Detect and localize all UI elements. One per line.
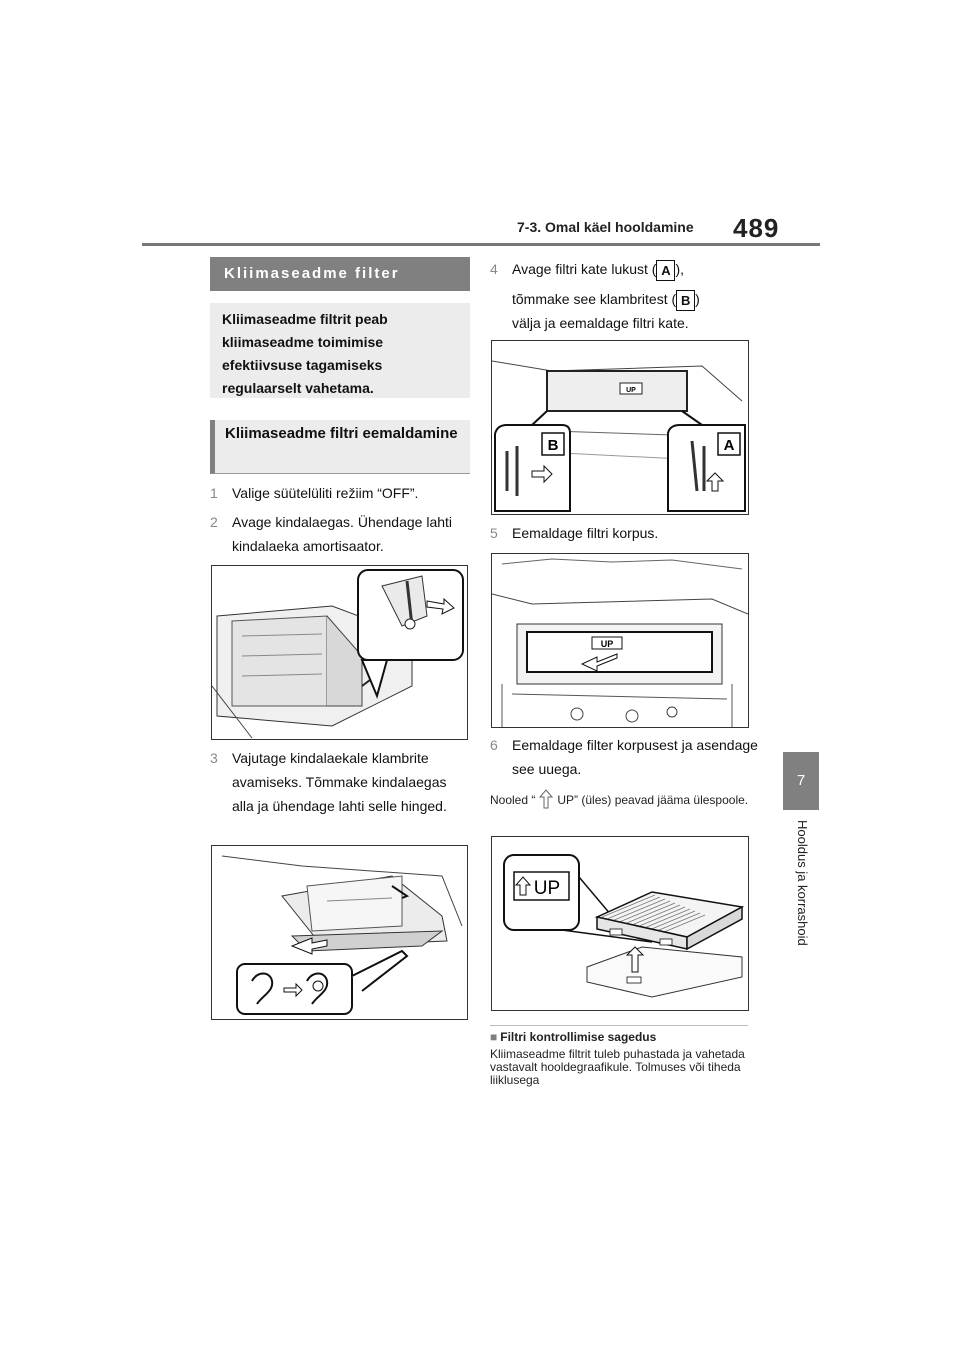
glovebox-removal-illustration [211,845,468,1020]
step-text: Valige süütelüliti režiim “OFF”. [232,485,419,501]
text-fragment: UP” (üles) peavad jääma ülespoole. [557,793,749,808]
step-text-line-2: tõmmake see klambritest (B) [512,287,760,311]
callout-b-label: B [548,437,559,454]
filter-element-illustration: UP [491,836,749,1011]
label-b-badge: B [676,289,696,311]
step-text: Eemaldage filtri korpus. [512,525,659,541]
square-bullet-icon: ■ [490,1030,498,1044]
step-text-line-1: Avage filtri kate lukust (A), [512,257,760,281]
subsection-title: Kliimaseadme filtri eemaldamine [210,420,470,474]
up-arrow-note: Nooled “ UP” (üles) peavad jääma ülespool… [490,789,752,813]
text-fragment: ), [675,261,685,277]
step-3: 3 Vajutage kindalaekale klambrite avamis… [210,746,472,818]
step-text: Avage kindalaegas. Ühendage lahti kindal… [232,514,453,554]
section-title: Kliimaseadme filter [210,257,470,291]
step-text: Vajutage kindalaekale klambrite avamisek… [232,750,447,814]
check-frequency-paragraph: Kliimaseadme filtrit tuleb puhastada ja … [490,1047,745,1087]
step-number: 3 [210,750,218,766]
step-6: 6 Eemaldage filter korpusest ja asendage… [490,733,760,781]
text-fragment: Avage filtri kate lukust ( [512,261,657,277]
callout-a-label: A [724,437,735,454]
text-fragment: ) [695,291,700,307]
text-fragment: tõmmake see klambritest ( [512,291,677,307]
check-frequency-heading: ■Filtri kontrollimise sagedus [490,1030,656,1044]
section-divider [490,1025,748,1026]
label-a-badge: A [656,259,676,281]
step-5: 5 Eemaldage filtri korpus. [490,521,760,545]
up-label: UP [534,878,560,899]
up-arrow-icon [539,789,554,813]
step-number: 2 [210,514,218,530]
filter-case-illustration: UP [491,553,749,728]
step-text-line-3: välja ja eemaldage filtri kate. [512,315,689,331]
intro-box: Kliimaseadme filtrit peab kliimaseadme t… [210,303,470,398]
step-4: 4 Avage filtri kate lukust (A), tõmmake … [490,257,760,335]
header-rule [142,243,820,246]
heading-text: Filtri kontrollimise sagedus [500,1030,657,1044]
glovebox-damper-illustration [211,565,468,740]
up-label: UP [626,387,636,394]
page-number: 489 [733,213,780,243]
step-number: 5 [490,525,498,541]
step-text: Eemaldage filter korpusest ja asendage s… [512,737,758,777]
step-number: 4 [490,261,498,277]
up-label: UP [601,639,614,649]
running-header: 7-3. Omal käel hooldamine [517,219,694,235]
text-fragment: Nooled “ [490,793,536,808]
filter-cover-illustration: UP B A [491,340,749,515]
step-number: 1 [210,485,218,501]
chapter-label: Hooldus ja korrashoid [795,820,810,946]
step-number: 6 [490,737,498,753]
step-2: 2 Avage kindalaegas. Ühendage lahti kind… [210,510,472,558]
step-1: 1 Valige süütelüliti režiim “OFF”. [210,481,472,505]
chapter-tab: 7 [783,752,819,810]
